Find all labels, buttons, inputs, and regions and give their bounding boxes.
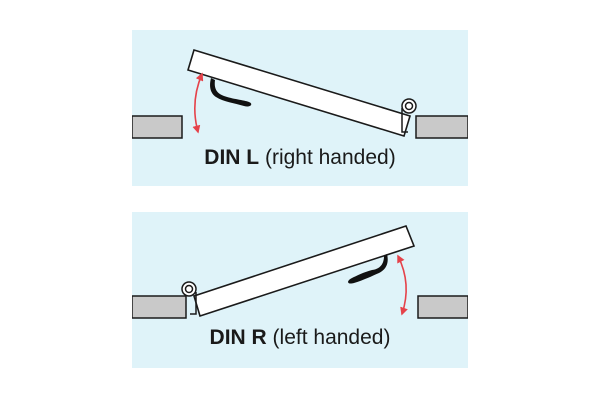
- wall-left-icon: [132, 295, 187, 319]
- din-l-label: DIN L (right handed): [132, 146, 468, 170]
- handle-icon: [210, 78, 252, 107]
- din-l-label-rest: (right handed): [264, 146, 396, 169]
- din-r-illustration: [132, 212, 468, 368]
- opening-arrow-icon: [192, 72, 204, 134]
- wall-right-icon: [415, 115, 468, 139]
- din-l-diagram: DIN L (right handed): [132, 30, 468, 186]
- din-r-label-rest: (left handed): [272, 326, 391, 349]
- wall-right-icon: [417, 295, 468, 319]
- din-r-label-bold: DIN R: [209, 326, 267, 349]
- wall-left-icon: [132, 115, 183, 139]
- opening-arrow-icon: [397, 254, 408, 316]
- din-r-label: DIN R (left handed): [132, 326, 468, 350]
- hinge-icon: [401, 98, 417, 133]
- din-l-label-bold: DIN L: [204, 146, 260, 169]
- door-leaf-icon: [187, 48, 411, 138]
- din-r-diagram: DIN R (left handed): [132, 212, 468, 368]
- hinge-icon: [181, 281, 197, 315]
- din-l-illustration: [132, 30, 468, 186]
- handle-icon: [348, 254, 388, 284]
- door-leaf-icon: [193, 225, 416, 318]
